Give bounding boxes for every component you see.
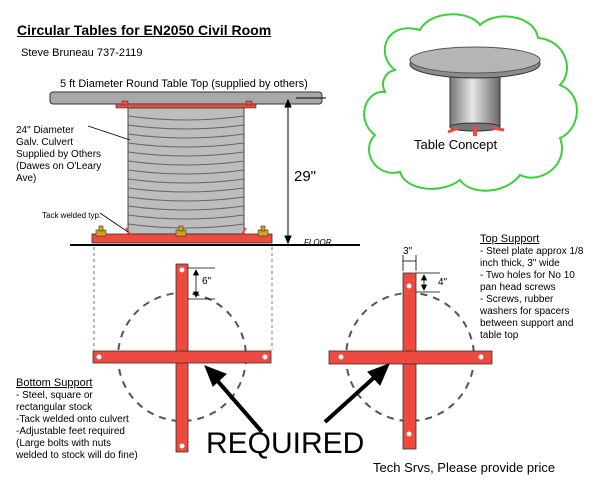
required-label: REQUIRED	[206, 427, 365, 460]
bottom-support-heading: Bottom Support	[16, 377, 93, 389]
height-label: 29"	[294, 168, 317, 185]
concept-label: Table Concept	[414, 137, 498, 152]
top-support-plan	[328, 272, 493, 450]
dim-3-4-marks	[402, 255, 440, 293]
concept-table	[409, 46, 541, 136]
floor-label: FLOOR	[304, 238, 332, 247]
tabletop-label: 5 ft Diameter Round Table Top (supplied …	[60, 78, 308, 90]
tack-welded-label: Tack welded typ.	[42, 211, 102, 220]
top-support-heading: Top Support	[480, 233, 540, 245]
dim-6-marks	[188, 267, 215, 300]
required-arrows	[204, 363, 390, 434]
dim-6-label: 6"	[202, 276, 212, 287]
adjustable-feet	[95, 225, 269, 237]
height-dimension	[284, 97, 326, 245]
dim-3-label: 3"	[403, 246, 413, 257]
top-support-plate	[115, 103, 257, 109]
culvert	[127, 107, 245, 235]
bottom-support-body: - Steel, square or rectangular stock -Ta…	[16, 390, 138, 461]
author-contact: Steve Bruneau 737-2119	[21, 47, 143, 59]
bottom-support-plan	[92, 263, 272, 453]
dim-4-label: 4"	[438, 277, 448, 288]
tech-services-label: Tech Srvs, Please provide price	[373, 460, 556, 475]
top-support-body: - Steel plate approx 1/8 inch thick, 3" …	[480, 246, 584, 341]
page-title: Circular Tables for EN2050 Civil Room	[17, 22, 272, 38]
table-top	[49, 91, 323, 105]
culvert-label: 24" Diameter Galv. Culvert Supplied by O…	[16, 125, 102, 184]
